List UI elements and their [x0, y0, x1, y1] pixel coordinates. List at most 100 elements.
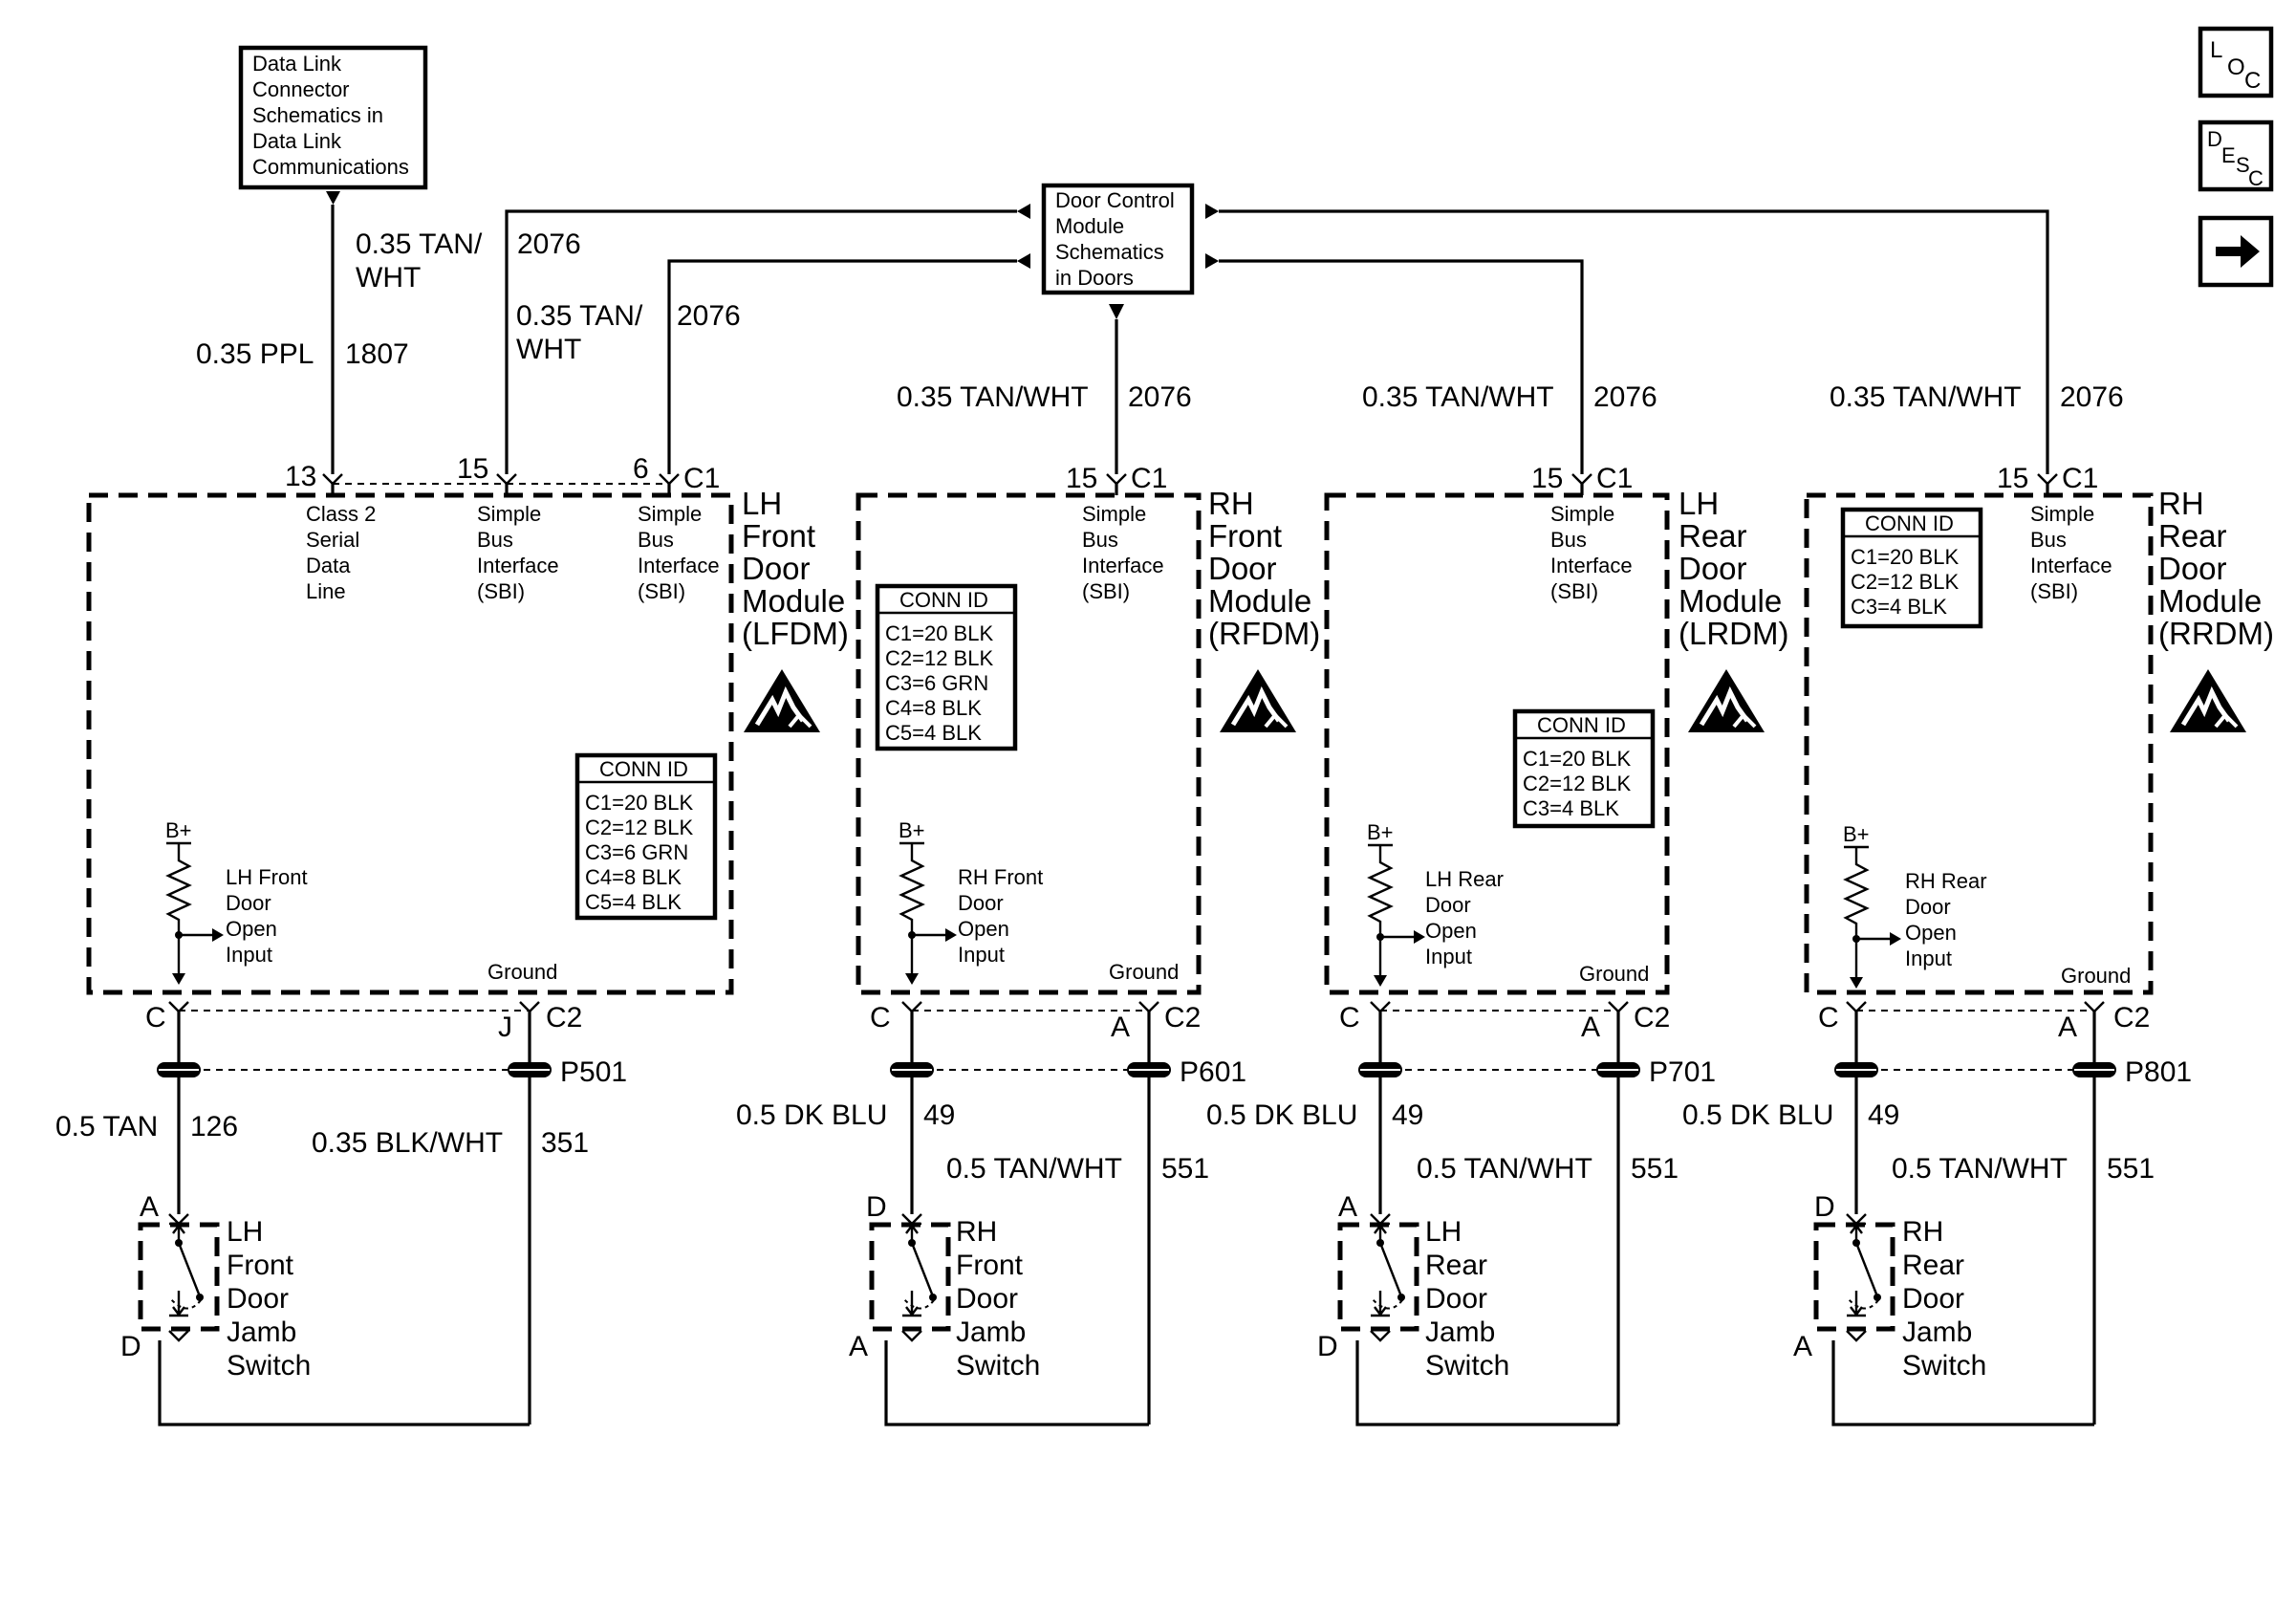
- lrdm-jamb-switch: A D LH Rear Door Jamb Switch: [1317, 1191, 1509, 1382]
- lfdm-conn-id-row-3: C3=6 GRN: [585, 840, 688, 864]
- rfdm-wire2-circuit: 551: [1161, 1153, 1209, 1185]
- lrdm-switch-line-5: Switch: [1425, 1350, 1509, 1382]
- rfdm-esd-icon: [1220, 669, 1296, 732]
- rr-circuit-label: 2076: [2060, 381, 2124, 413]
- lrdm-wire1-circuit: 49: [1392, 1099, 1423, 1131]
- lrdm-sbi-line-3: Interface: [1550, 554, 1633, 577]
- dlc-reference-box[interactable]: Data Link Connector Schematics in Data L…: [238, 45, 428, 190]
- lrdm-input-line-3: Open: [1425, 919, 1477, 943]
- rrdm-switch-line-2: Rear: [1902, 1250, 1964, 1281]
- lfdm-module: 13 15 6 C1 Class 2 Serial Data Line Simp…: [55, 453, 849, 1426]
- dcm-reference-box[interactable]: Door Control Module Schematics in Doors: [1041, 183, 1195, 295]
- lrdm-input-line-4: Input: [1425, 945, 1472, 968]
- rrdm-jamb-switch: D A RH Rear Door Jamb Switch: [1793, 1191, 1986, 1382]
- dcm-ref-line-1: Door Control: [1055, 188, 1175, 212]
- rrdm-wire2-circuit: 551: [2107, 1153, 2155, 1185]
- lrdm-name-line-5: (LRDM): [1679, 616, 1788, 651]
- rrdm-name-line-4: Module: [2158, 583, 2262, 619]
- desc-letter-s: S: [2236, 153, 2250, 177]
- dlc-ref-line-3: Schematics in: [252, 103, 383, 127]
- loc-button[interactable]: L O C: [2198, 26, 2274, 98]
- rfdm-wire1-label: 0.5 DK BLU: [736, 1099, 887, 1131]
- rfdm-switch-line-2: Front: [956, 1250, 1024, 1281]
- rrdm-esd-icon: [2170, 669, 2246, 732]
- lfdm-jamb-switch: A D LH Front Door Jamb Switch: [120, 1191, 311, 1382]
- rrdm-input-line-1: RH Rear: [1905, 869, 1987, 893]
- lfdm-class2-line-4: Line: [306, 579, 346, 603]
- desc-icon: D E S C: [2207, 127, 2264, 190]
- lfdm-sbi2-line-1: Simple: [638, 502, 702, 526]
- tan2-wire-label-a: 0.35 TAN/: [516, 300, 643, 332]
- rfdm-name-line-5: (RFDM): [1208, 616, 1320, 651]
- loc-letter-c: C: [2244, 68, 2261, 94]
- lfdm-splice-label: P501: [560, 1056, 627, 1088]
- dcm-ref-line-2: Module: [1055, 214, 1124, 238]
- rfdm-conn-id-row-5: C5=4 BLK: [885, 721, 982, 745]
- lrdm-sbi-line-2: Bus: [1550, 528, 1587, 552]
- rrdm-pin-15: 15: [1997, 463, 2028, 494]
- desc-letter-e: E: [2221, 143, 2236, 167]
- rrdm-door-input-circuit: B+ RH Rear Door Open Input: [1843, 822, 1987, 989]
- ppl-circuit-label: 1807: [345, 338, 409, 370]
- tan2-wire-label-b: WHT: [516, 334, 581, 365]
- lrdm-wire2-circuit: 551: [1631, 1153, 1679, 1185]
- rrdm-bplus-label: B+: [1843, 822, 1870, 846]
- rfdm-switch-line-1: RH: [956, 1216, 997, 1248]
- lrdm-wire2-label: 0.5 TAN/WHT: [1417, 1153, 1592, 1185]
- tan1-wire-label-b: WHT: [356, 262, 421, 294]
- rr-wire-label: 0.35 TAN/WHT: [1830, 381, 2022, 413]
- rrdm-switch-line-5: Switch: [1902, 1350, 1986, 1382]
- rfdm-module: 15 C1 Simple Bus Interface (SBI) RH Fron…: [736, 463, 1320, 1426]
- lfdm-wire1-circuit: 126: [190, 1111, 238, 1142]
- rfdm-wire1-circuit: 49: [923, 1099, 955, 1131]
- lrdm-pin-a: A: [1581, 1012, 1600, 1043]
- rrdm-splice-label: P801: [2125, 1056, 2192, 1088]
- rrdm-name-line-2: Rear: [2158, 518, 2227, 554]
- rfdm-name-line-2: Front: [1208, 518, 1282, 554]
- rrdm-conn-id-row-1: C1=20 BLK: [1851, 545, 1959, 569]
- rfdm-switch-line-5: Switch: [956, 1350, 1040, 1382]
- rfdm-bplus-label: B+: [899, 818, 925, 842]
- rrdm-wire1-circuit: 49: [1868, 1099, 1899, 1131]
- lrdm-wire1-label: 0.5 DK BLU: [1206, 1099, 1357, 1131]
- dlc-arrow: [326, 191, 340, 205]
- top-wires: [331, 205, 2049, 474]
- rfdm-ground-label: Ground: [1109, 960, 1179, 984]
- rrdm-conn-id-row-3: C3=4 BLK: [1851, 595, 1947, 619]
- rrdm-wire1-label: 0.5 DK BLU: [1682, 1099, 1833, 1131]
- dcm-ref-line-4: in Doors: [1055, 266, 1134, 290]
- lfdm-class2-line-3: Data: [306, 554, 351, 577]
- lfdm-conn-id-row-1: C1=20 BLK: [585, 791, 693, 815]
- lfdm-input-line-1: LH Front: [226, 865, 308, 889]
- next-button[interactable]: [2198, 215, 2274, 288]
- lrdm-switch-line-2: Rear: [1425, 1250, 1487, 1281]
- lfdm-wire2-circuit: 351: [541, 1127, 589, 1159]
- desc-button[interactable]: D E S C: [2198, 120, 2274, 192]
- rfdm-pin-c: C: [870, 1002, 891, 1033]
- desc-letter-c: C: [2248, 166, 2264, 190]
- lfdm-switch-line-5: Switch: [227, 1350, 311, 1382]
- lfdm-input-line-2: Door: [226, 891, 271, 915]
- lfdm-switch-line-1: LH: [227, 1216, 263, 1248]
- rfdm-conn-id-title: CONN ID: [899, 588, 988, 612]
- dcm-arrows: [1017, 204, 1219, 319]
- loc-letter-o: O: [2227, 54, 2245, 80]
- rrdm-conn-id-table: CONN ID C1=20 BLK C2=12 BLK C3=4 BLK: [1840, 507, 1983, 629]
- lfdm-pin-6: 6: [633, 453, 649, 485]
- desc-letter-d: D: [2207, 127, 2222, 151]
- rrdm-conn-id-row-2: C2=12 BLK: [1851, 570, 1959, 594]
- dlc-ref-line-2: Connector: [252, 77, 350, 101]
- lfdm-switch-pin-top: A: [140, 1191, 159, 1223]
- rfdm-sbi-line-2: Bus: [1082, 528, 1118, 552]
- rfdm-name-line-4: Module: [1208, 583, 1311, 619]
- lfdm-name-line-3: Door: [742, 551, 811, 586]
- lfdm-sbi2-line-4: (SBI): [638, 579, 685, 603]
- lfdm-pin-c: C: [145, 1002, 166, 1033]
- lfdm-switch-pin-bottom: D: [120, 1331, 141, 1362]
- lrdm-bplus-label: B+: [1367, 820, 1394, 844]
- lrdm-module: 15 C1 Simple Bus Interface (SBI) LH Rear…: [1206, 463, 1788, 1426]
- lfdm-sbi1-line-2: Bus: [477, 528, 513, 552]
- dlc-ref-line-1: Data Link: [252, 52, 342, 76]
- rfdm-sbi-line-3: Interface: [1082, 554, 1164, 577]
- rfdm-name-line-3: Door: [1208, 551, 1277, 586]
